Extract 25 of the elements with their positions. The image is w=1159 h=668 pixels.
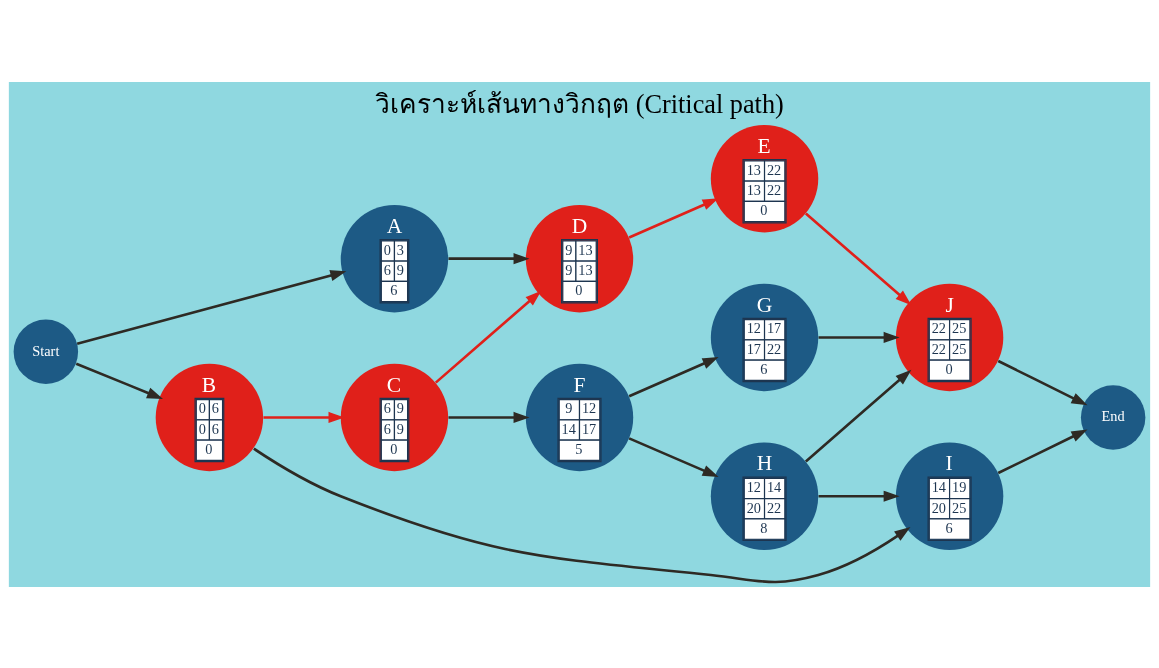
arrow (804, 369, 912, 462)
arrow (75, 362, 163, 399)
arrow (628, 436, 719, 477)
arrow (997, 359, 1088, 405)
arrow (76, 269, 347, 345)
arrow (628, 356, 719, 397)
arrow (818, 331, 900, 343)
arrow (434, 290, 542, 384)
arrow (253, 447, 911, 583)
node-circle: B 0 6 0 6 0 (155, 363, 264, 471)
arrow (804, 212, 912, 305)
arrow (448, 252, 530, 264)
node-circle: Start (13, 319, 79, 384)
arrow (818, 490, 900, 502)
node-circle: A 0 3 6 9 6 (340, 204, 449, 312)
node-circle: E 13 22 13 22 0 (710, 124, 819, 232)
node-circle: G 12 17 17 22 6 (710, 283, 819, 391)
node-circle: H 12 14 20 22 8 (710, 442, 819, 550)
diagram-title: วิเคราะห์เส้นทางวิกฤต (Critical path) (375, 89, 784, 119)
arrow (448, 411, 530, 423)
arrow (628, 197, 719, 239)
node-circle: C 6 9 6 9 0 (340, 363, 449, 471)
arrow (997, 428, 1088, 474)
node-circle: F 9 12 14 17 5 (525, 363, 634, 471)
node-circle: End (1080, 384, 1146, 450)
